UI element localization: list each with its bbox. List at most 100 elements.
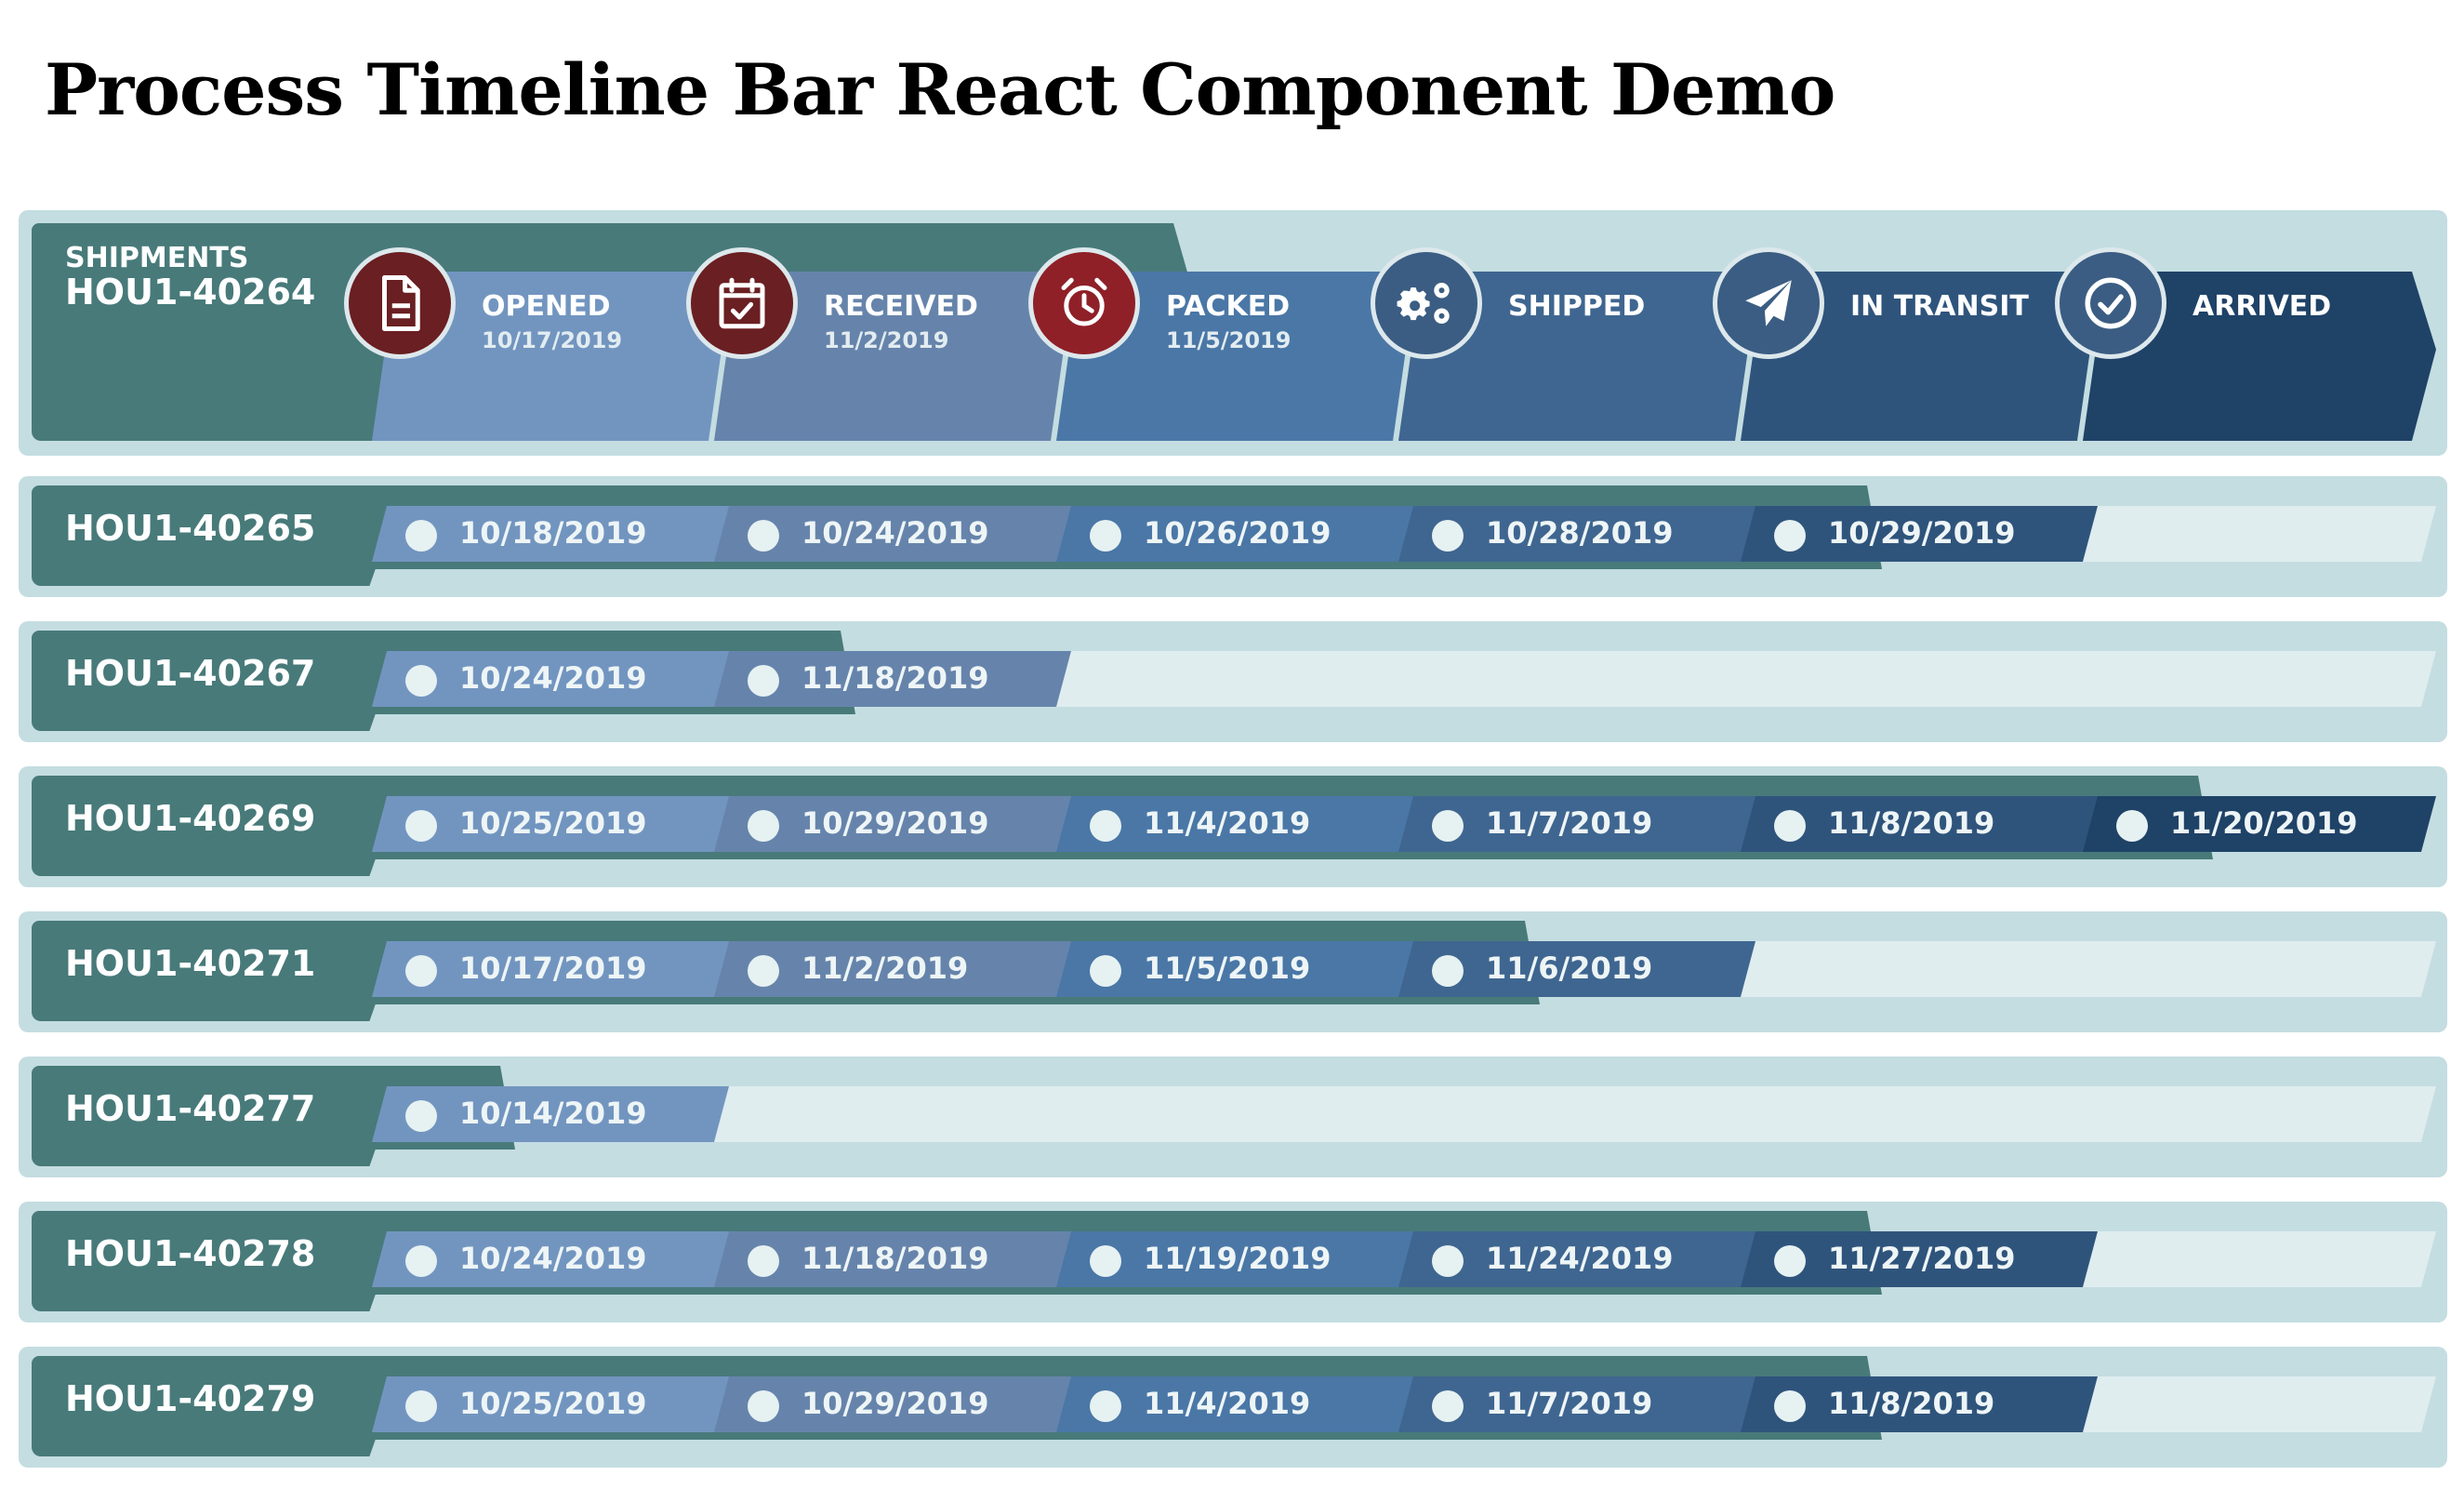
stage-segment-completed[interactable]: 11/24/2019 (1398, 1231, 1759, 1287)
row-id-block (32, 1373, 399, 1456)
shipment-id[interactable]: HOU1-40265 (65, 508, 316, 549)
stage-date: 10/25/2019 (459, 805, 647, 841)
stage-segment-empty (2083, 1376, 2436, 1432)
stage-segment-completed[interactable]: 11/18/2019 (714, 1231, 1075, 1287)
shipment-row[interactable]: HOU1-40271 10/17/2019 11/2/2019 11/5/2019 11… (19, 911, 2447, 1032)
stage-segment-completed[interactable]: 11/8/2019 (1741, 1376, 2101, 1432)
stage-date: 11/5/2019 (1166, 327, 1292, 353)
shipment-id[interactable]: HOU1-40278 (65, 1233, 316, 1274)
stage-dot-icon (405, 665, 437, 697)
stage-segment-completed[interactable]: 11/8/2019 (1741, 796, 2101, 852)
stage-segment-completed[interactable]: 10/29/2019 (1741, 506, 2101, 562)
stage-date: 11/4/2019 (1144, 1386, 1311, 1421)
stage-segment-empty (2083, 1231, 2436, 1287)
stage-segment-completed[interactable]: 11/7/2019 (1398, 1376, 1759, 1432)
shipment-row[interactable]: HOU1-40277 10/14/2019 (19, 1057, 2447, 1177)
shipment-id[interactable]: HOU1-40279 (65, 1378, 316, 1419)
stage-date: 10/24/2019 (459, 660, 647, 696)
shipment-row[interactable]: HOU1-40279 10/25/2019 10/29/2019 11/4/2019 1… (19, 1347, 2447, 1468)
stage-date: 11/18/2019 (801, 1241, 989, 1276)
stage-segment-completed[interactable]: 10/29/2019 (714, 1376, 1075, 1432)
stage-segment-completed[interactable]: 11/7/2019 (1398, 796, 1759, 852)
row-id-block (32, 1228, 399, 1311)
row-id-block (32, 1083, 399, 1166)
page-title: Process Timeline Bar React Component Dem… (45, 48, 1835, 131)
stage-segment-completed[interactable]: 11/5/2019 (1056, 941, 1417, 997)
stage-segment-completed[interactable]: 11/18/2019 (714, 651, 1075, 707)
paper-plane-icon[interactable] (1713, 247, 1824, 359)
row-id-block (32, 502, 399, 586)
shipment-id[interactable]: HOU1-40267 (65, 653, 316, 694)
stage-dot-icon (748, 955, 779, 987)
stage-dot-icon (1432, 1390, 1464, 1422)
stage-segment-completed[interactable]: 10/17/2019 (372, 941, 733, 997)
stage-name: RECEIVED (824, 290, 978, 323)
stage-date: 11/6/2019 (1486, 950, 1653, 986)
stage-segment-completed[interactable]: 11/20/2019 (2083, 796, 2436, 852)
stage-segment-empty (1741, 651, 2101, 707)
header-shipment-id[interactable]: HOU1-40264 (65, 272, 316, 312)
shipments-label: SHIPMENTS (65, 242, 249, 274)
stage-date: 11/7/2019 (1486, 805, 1653, 841)
stage-segment-completed[interactable]: 10/25/2019 (372, 796, 733, 852)
row-id-block (32, 792, 399, 876)
row-id-block (32, 937, 399, 1021)
shipment-id[interactable]: HOU1-40269 (65, 798, 316, 839)
stage-segment-completed[interactable]: 11/27/2019 (1741, 1231, 2101, 1287)
stage-dot-icon (1090, 810, 1121, 842)
stage-segment-empty (2083, 506, 2436, 562)
stage-dot-icon (1090, 1390, 1121, 1422)
stage-segment-empty (1741, 941, 2101, 997)
stage-dot-icon (1432, 955, 1464, 987)
stage-date: 10/17/2019 (459, 950, 647, 986)
stage-date: 11/19/2019 (1144, 1241, 1331, 1276)
stage-date: 11/4/2019 (1144, 805, 1311, 841)
shipment-row[interactable]: HOU1-40267 10/24/2019 11/18/2019 (19, 621, 2447, 742)
stage-dot-icon (1432, 520, 1464, 552)
stage-dot-icon (1090, 520, 1121, 552)
stage-segment-empty (2083, 1086, 2436, 1142)
stage-date: 11/8/2019 (1828, 805, 1995, 841)
calendar-check-icon[interactable] (686, 247, 798, 359)
stage-date: 10/24/2019 (459, 1241, 647, 1276)
shipment-row[interactable]: HOU1-40278 10/24/2019 11/18/2019 11/19/2019… (19, 1202, 2447, 1323)
check-circle-icon[interactable] (2055, 247, 2166, 359)
stage-segment-completed[interactable]: 10/18/2019 (372, 506, 733, 562)
stage-segment-completed[interactable]: 11/2/2019 (714, 941, 1075, 997)
stage-segment-completed[interactable]: 10/25/2019 (372, 1376, 733, 1432)
stage-segment-completed[interactable]: 11/19/2019 (1056, 1231, 1417, 1287)
stage-dot-icon (405, 1390, 437, 1422)
stage-segment-completed[interactable]: 11/4/2019 (1056, 1376, 1417, 1432)
document-icon[interactable] (344, 247, 456, 359)
stage-segment-completed[interactable]: 10/29/2019 (714, 796, 1075, 852)
stage-date: 11/2/2019 (824, 327, 949, 353)
stage-segment-completed[interactable]: 11/6/2019 (1398, 941, 1759, 997)
stage-date: 11/5/2019 (1144, 950, 1311, 986)
stage-segment-empty (2083, 941, 2436, 997)
stage-date: 10/25/2019 (459, 1386, 647, 1421)
stage-segment-completed[interactable]: 10/28/2019 (1398, 506, 1759, 562)
stage-segment-completed[interactable]: 10/14/2019 (372, 1086, 733, 1142)
shipment-id[interactable]: HOU1-40271 (65, 943, 316, 984)
stage-name: IN TRANSIT (1850, 290, 2029, 323)
stage-segment-completed[interactable]: 10/24/2019 (714, 506, 1075, 562)
stage-received[interactable]: RECEIVED 11/2/2019 (714, 272, 1075, 441)
shipment-id[interactable]: HOU1-40277 (65, 1088, 316, 1129)
shipment-row[interactable]: HOU1-40269 10/25/2019 10/29/2019 11/4/2019 1… (19, 766, 2447, 887)
stage-dot-icon (2116, 810, 2148, 842)
stage-segment-completed[interactable]: 10/26/2019 (1056, 506, 1417, 562)
gears-icon[interactable] (1371, 247, 1482, 359)
stage-segment-completed[interactable]: 10/24/2019 (372, 651, 733, 707)
stage-date: 10/29/2019 (801, 805, 989, 841)
stage-dot-icon (1090, 955, 1121, 987)
stage-date: 10/29/2019 (801, 1386, 989, 1421)
stage-segment-completed[interactable]: 10/24/2019 (372, 1231, 733, 1287)
stage-date: 10/18/2019 (459, 515, 647, 551)
stage-date: 11/2/2019 (801, 950, 969, 986)
stage-segment-empty (1056, 651, 1417, 707)
stage-date: 11/24/2019 (1486, 1241, 1674, 1276)
alarm-clock-icon[interactable] (1028, 247, 1140, 359)
stage-segment-completed[interactable]: 11/4/2019 (1056, 796, 1417, 852)
stage-dot-icon (405, 1245, 437, 1277)
